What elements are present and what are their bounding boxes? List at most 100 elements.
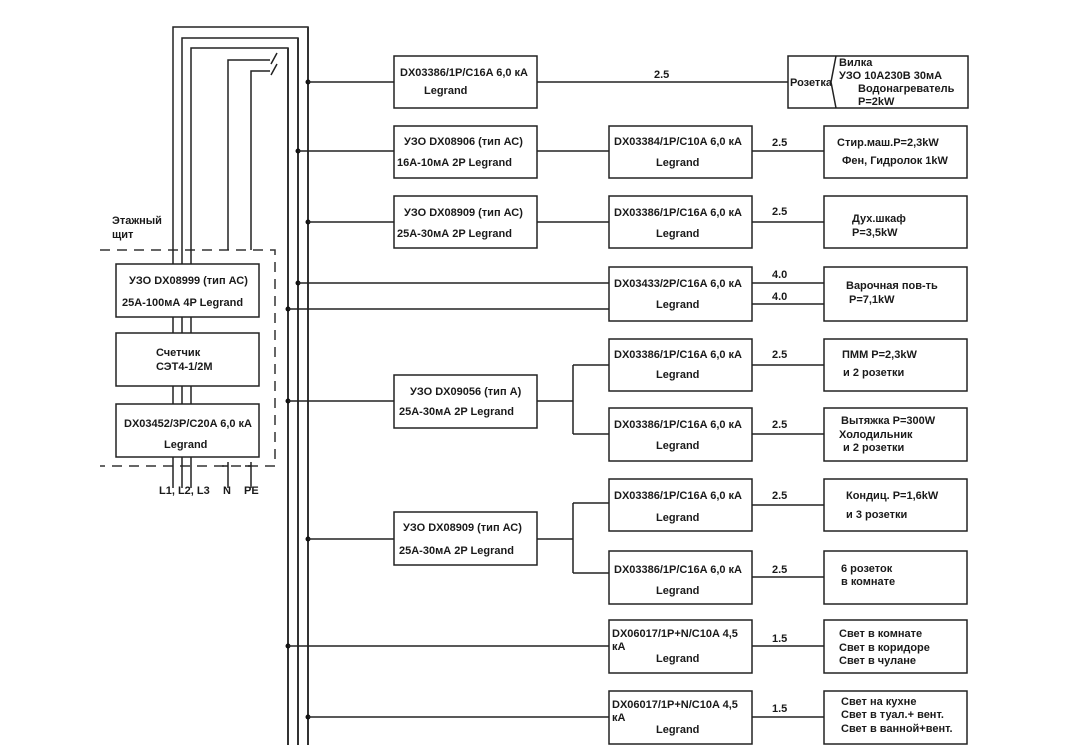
load-box: [823, 266, 968, 322]
load-line: P=7,1kW: [849, 294, 895, 306]
socket-label: Розетка: [790, 77, 833, 89]
load-line: Дух.шкаф: [852, 213, 906, 225]
meter-line1: Счетчик: [156, 347, 201, 359]
switch-contact-n: [270, 52, 278, 65]
circuit-8: DX06017/1P+N/C10A 4,5 кА Legrand 1.5 Све…: [305, 690, 968, 745]
circuit-2: УЗО DX08906 (тип АС) 16A-10мА 2P Legrand…: [295, 125, 968, 179]
meter-box: [115, 332, 260, 387]
breaker-line2: Legrand: [656, 299, 699, 311]
circuit-7: DX06017/1P+N/C10A 4,5 кА Legrand 1.5 Све…: [285, 619, 968, 674]
branch-split-wire: [537, 364, 609, 435]
breaker-line1: DX03386/1P/C16A 6,0 кА: [614, 419, 742, 431]
load-box: [823, 619, 968, 674]
breaker-line2: Legrand: [656, 724, 699, 736]
rcd-box: [393, 125, 538, 179]
load-box: [823, 550, 968, 605]
load-line: P=2kW: [858, 96, 895, 108]
load-line: Вилка: [839, 57, 873, 69]
load-line: и 2 розетки: [843, 442, 904, 454]
meter-line2: СЭТ4-1/2М: [156, 361, 213, 373]
breaker-box: [608, 550, 753, 605]
breaker-box: [608, 266, 753, 322]
load-line: Свет на кухне: [841, 696, 916, 708]
rcd-line2: 16A-10мА 2P Legrand: [397, 157, 512, 169]
main-breaker-line2: Legrand: [164, 439, 207, 451]
breaker-line1: DX03386/1P/C16A 6,0 кА: [614, 207, 742, 219]
group-rcd-box: [393, 374, 538, 429]
wire-L2-loop: [181, 37, 299, 745]
rcd-line1: УЗО DX08906 (тип АС): [404, 136, 523, 148]
breaker-box: [608, 195, 753, 249]
breaker-line2: Legrand: [656, 512, 699, 524]
panel-label-line1: Этажный: [112, 215, 162, 227]
load-line: Свет в коридоре: [839, 642, 930, 654]
terminal-phases: L1, L2, L3: [159, 485, 210, 497]
breaker-line2: Legrand: [656, 157, 699, 169]
breaker-line1b: кА: [612, 641, 626, 653]
breaker-line1: DX03433/2P/C16A 6,0 кА: [614, 278, 742, 290]
terminal-neutral: N: [223, 485, 231, 497]
load-line: Вытяжка P=300W: [841, 415, 936, 427]
panel-label-line2: щит: [112, 229, 134, 241]
cable-section: 1.5: [772, 703, 787, 715]
main-rcd-line1: УЗО DX08999 (тип АС): [129, 275, 248, 287]
load-line: Свет в ванной+вент.: [841, 723, 953, 735]
load-box: [787, 55, 969, 109]
rcd-line2: 25A-30мА 2P Legrand: [397, 228, 512, 240]
load-line: 6 розеток: [841, 563, 893, 575]
breaker-line1: DX03386/1P/C16A 6,0 кА: [614, 349, 742, 361]
socket-symbol: [830, 55, 837, 109]
breaker-box: [608, 125, 753, 179]
cable-section: 2.5: [772, 490, 787, 502]
load-line: Фен, Гидролок 1kW: [842, 155, 948, 167]
cable-section: 4.0: [772, 291, 787, 303]
load-box: [823, 690, 968, 745]
panel-enclosure: [100, 249, 276, 467]
rcd-line2: 25A-30мА 2P Legrand: [399, 406, 514, 418]
load-line: в комнате: [841, 576, 895, 588]
rcd-line2: 25A-30мА 2P Legrand: [399, 545, 514, 557]
load-line: Свет в чулане: [839, 655, 916, 667]
breaker-box: [608, 619, 753, 674]
load-line: УЗО 10А230В 30мА: [839, 70, 942, 82]
load-box: [823, 338, 968, 392]
wire-L3-loop: [190, 47, 289, 745]
load-box: [823, 195, 968, 249]
cable-section: 2.5: [772, 137, 787, 149]
breaker-box: [393, 55, 538, 109]
load-line: и 2 розетки: [843, 367, 904, 379]
breaker-line2: Legrand: [656, 585, 699, 597]
rcd-line1: УЗО DX09056 (тип А): [410, 386, 522, 398]
circuit-3: УЗО DX08909 (тип АС) 25A-30мА 2P Legrand…: [305, 195, 968, 249]
rcd-line1: УЗО DX08909 (тип АС): [403, 522, 522, 534]
bus-bars: [287, 27, 309, 745]
rcd-line1: УЗО DX08909 (тип АС): [404, 207, 523, 219]
floor-panel: Этажный щит УЗО DX08999 (тип АС) 25A-100…: [100, 26, 309, 745]
breaker-line1: DX03386/1P/C16A 6,0 кА: [400, 67, 528, 79]
cable-section: 2.5: [772, 206, 787, 218]
load-box: [823, 478, 968, 532]
main-breaker-box: [115, 403, 260, 458]
main-breaker-line1: DX03452/3P/C20A 6,0 кА: [124, 418, 252, 430]
load-box: [823, 125, 968, 179]
load-line: ПММ P=2,3kW: [842, 349, 917, 361]
breaker-line2: Legrand: [656, 228, 699, 240]
breaker-box: [608, 407, 753, 462]
load-line: Варочная пов-ть: [846, 280, 938, 292]
load-line: Свет в туал.+ вент.: [841, 709, 944, 721]
circuit-1: DX03386/1P/C16A 6,0 кА Legrand 2.5 Розет…: [305, 55, 969, 109]
rcd-box: [393, 195, 538, 249]
breaker-line1: DX03384/1P/C10A 6,0 кА: [614, 136, 742, 148]
terminal-pe: PE: [244, 485, 259, 497]
breaker-line1: DX06017/1P+N/C10A 4,5: [612, 699, 738, 711]
breaker-line1: DX03386/1P/C16A 6,0 кА: [614, 490, 742, 502]
load-line: Стир.маш.P=2,3kW: [837, 137, 939, 149]
load-line: и 3 розетки: [846, 509, 907, 521]
load-line: Кондиц. P=1,6kW: [846, 490, 939, 502]
breaker-line2: Legrand: [656, 653, 699, 665]
breaker-box: [608, 690, 753, 745]
main-rcd-line2: 25A-100мА 4P Legrand: [122, 297, 243, 309]
cable-section: 4.0: [772, 269, 787, 281]
breaker-line1b: кА: [612, 712, 626, 724]
